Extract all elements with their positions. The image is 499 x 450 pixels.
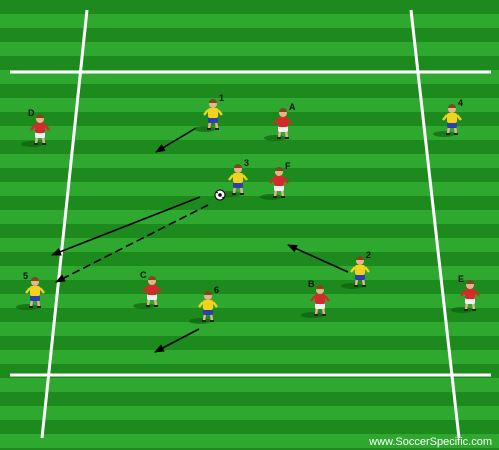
- grass-stripe: [0, 294, 499, 308]
- field-lines: [10, 9, 491, 439]
- grass-stripe: [0, 126, 499, 140]
- watermark: www.SoccerSpecific.com: [368, 436, 492, 448]
- run-arrow-player-1: [155, 127, 197, 153]
- player-label: 5: [23, 271, 28, 281]
- run-arrow-player-2: [287, 244, 349, 273]
- grass-stripe: [0, 224, 499, 238]
- player-F: F: [260, 161, 291, 200]
- grass-stripe: [0, 266, 499, 280]
- player-label: D: [28, 108, 35, 118]
- player-label: 3: [244, 158, 249, 168]
- right-side-line: [409, 9, 461, 439]
- grass-stripe: [0, 0, 499, 14]
- left-side-line: [40, 9, 89, 439]
- pass-arrow-solid: [51, 196, 201, 256]
- grass-stripe: [0, 112, 499, 126]
- grass-stripe: [0, 392, 499, 406]
- player-E: E: [451, 274, 480, 313]
- soccer-ball-icon: [214, 189, 226, 201]
- pass-arrow-dashed: [55, 204, 209, 283]
- grass-stripe: [0, 406, 499, 420]
- grass-stripe: [0, 280, 499, 294]
- player-B: B: [301, 279, 330, 318]
- grass-stripe: [0, 84, 499, 98]
- player-label: F: [285, 161, 291, 171]
- grass-stripe: [0, 238, 499, 252]
- player-5: 5: [16, 271, 45, 310]
- grass-stripe: [0, 448, 499, 450]
- grass-stripe: [0, 350, 499, 364]
- player-label: C: [140, 270, 147, 280]
- grass-stripe: [0, 140, 499, 154]
- player-A: A: [264, 102, 296, 141]
- grass-stripe: [0, 378, 499, 392]
- grass-stripe: [0, 14, 499, 28]
- player-6: 6: [189, 285, 219, 324]
- grass-stripe: [0, 336, 499, 350]
- grass-stripe: [0, 154, 499, 168]
- grass-stripe: [0, 182, 499, 196]
- player-label: E: [458, 274, 464, 284]
- grass-stripe: [0, 420, 499, 434]
- player-label: A: [289, 102, 296, 112]
- player-4: 4: [433, 98, 463, 137]
- grass-stripe: [0, 56, 499, 70]
- grass-stripe: [0, 434, 499, 448]
- player-label: 1: [219, 93, 224, 103]
- player-1: 1: [194, 93, 224, 132]
- grass-stripe: [0, 322, 499, 336]
- grass-stripe: [0, 196, 499, 210]
- player-C: C: [133, 270, 162, 309]
- grass-stripe: [0, 168, 499, 182]
- player-label: 4: [458, 98, 463, 108]
- player-label: 2: [366, 250, 371, 260]
- grass-stripe: [0, 210, 499, 224]
- player-2: 2: [341, 250, 371, 289]
- grass-stripe: [0, 308, 499, 322]
- players: 1 2 3 4 5 6 A B C D E F: [16, 93, 480, 324]
- grass-stripe: [0, 98, 499, 112]
- player-label: 6: [214, 285, 219, 295]
- grass-stripe: [0, 28, 499, 42]
- player-label: B: [308, 279, 315, 289]
- arrows: [51, 127, 349, 353]
- grass-stripe: [0, 252, 499, 266]
- player-D: D: [21, 108, 50, 147]
- grass-stripe: [0, 42, 499, 56]
- run-arrow-player-6: [154, 328, 200, 353]
